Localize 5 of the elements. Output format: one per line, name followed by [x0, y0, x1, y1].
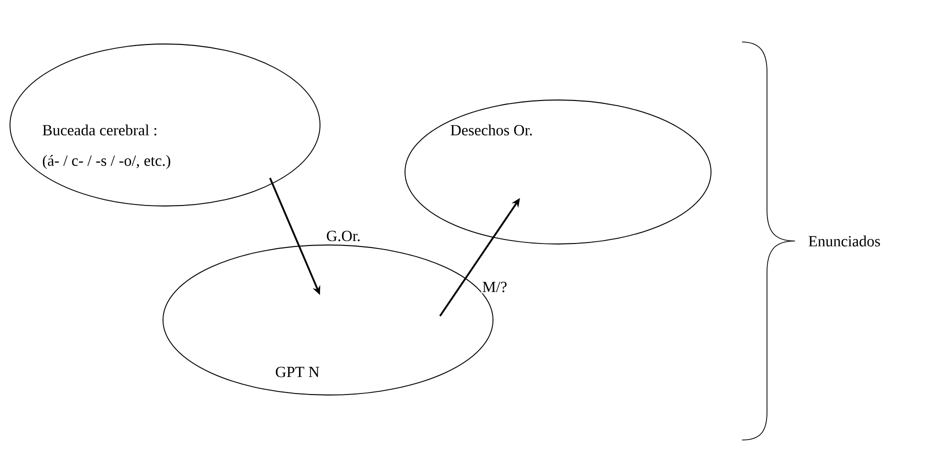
brace-label: Enunciados	[808, 236, 880, 246]
edge-label: M/?	[481, 280, 508, 294]
edge-label: G.Or.	[325, 230, 362, 242]
ellipse-node: Desechos Or.	[404, 100, 712, 244]
ellipse-node: Buceada cerebral : (á- / c- / -s / -o/, etc.)	[10, 44, 320, 206]
